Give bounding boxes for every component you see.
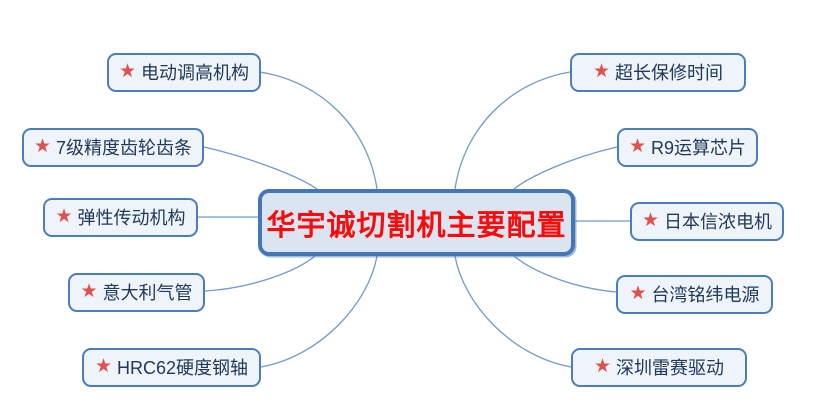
branch-node-label: HRC62硬度钢轴 bbox=[117, 357, 249, 378]
connector-left-1 bbox=[259, 71, 378, 190]
branch-node-shinano-motor[interactable]: ★ 日本信浓电机 bbox=[630, 202, 784, 241]
connector-right-5 bbox=[454, 255, 572, 368]
star-icon: ★ bbox=[628, 136, 647, 157]
star-icon: ★ bbox=[55, 206, 73, 227]
star-icon: ★ bbox=[641, 210, 660, 231]
center-topic-node[interactable]: 华宇诚切割机主要配置 bbox=[258, 189, 575, 256]
star-icon: ★ bbox=[593, 356, 612, 377]
connector-left-4 bbox=[204, 255, 316, 292]
connector-right-1 bbox=[454, 71, 571, 190]
branch-node-label: 电动调高机构 bbox=[141, 62, 250, 83]
branch-node-label: 弹性传动机构 bbox=[77, 207, 186, 228]
branch-node-label: 台湾铭纬电源 bbox=[651, 284, 760, 305]
branch-node-electric-height-adjust[interactable]: ★ 电动调高机构 bbox=[107, 53, 261, 92]
branch-node-long-warranty[interactable]: ★ 超长保修时间 bbox=[570, 53, 746, 92]
connector-right-4 bbox=[513, 255, 617, 293]
branch-node-label: 超长保修时间 bbox=[615, 62, 724, 83]
branch-node-gear-rack[interactable]: ★ 7级精度齿轮齿条 bbox=[22, 128, 204, 167]
branch-node-r9-chip[interactable]: ★ R9运算芯片 bbox=[617, 128, 758, 167]
star-icon: ★ bbox=[118, 61, 137, 82]
star-icon: ★ bbox=[80, 281, 98, 302]
branch-node-label: 7级精度齿轮齿条 bbox=[56, 137, 193, 158]
connector-left-5 bbox=[260, 255, 378, 368]
branch-node-italian-air-pipe[interactable]: ★ 意大利气管 bbox=[68, 273, 205, 312]
star-icon: ★ bbox=[94, 356, 112, 377]
connector-left-2 bbox=[203, 146, 318, 190]
star-icon: ★ bbox=[592, 61, 611, 82]
branch-node-leisai-drive[interactable]: ★ 深圳雷赛驱动 bbox=[571, 348, 747, 387]
star-icon: ★ bbox=[33, 136, 52, 157]
branch-node-elastic-transmission[interactable]: ★ 弹性传动机构 bbox=[43, 198, 198, 237]
connector-right-2 bbox=[513, 146, 618, 190]
branch-node-hrc62-steel-shaft[interactable]: ★ HRC62硬度钢轴 bbox=[82, 348, 261, 387]
branch-node-mingwei-power[interactable]: ★ 台湾铭纬电源 bbox=[616, 275, 773, 314]
branch-node-label: 意大利气管 bbox=[102, 282, 193, 303]
star-icon: ★ bbox=[629, 283, 647, 304]
center-topic-title: 华宇诚切割机主要配置 bbox=[266, 207, 567, 242]
branch-node-label: 深圳雷赛驱动 bbox=[616, 357, 725, 378]
branch-node-label: 日本信浓电机 bbox=[664, 211, 773, 232]
branch-node-label: R9运算芯片 bbox=[651, 137, 747, 158]
